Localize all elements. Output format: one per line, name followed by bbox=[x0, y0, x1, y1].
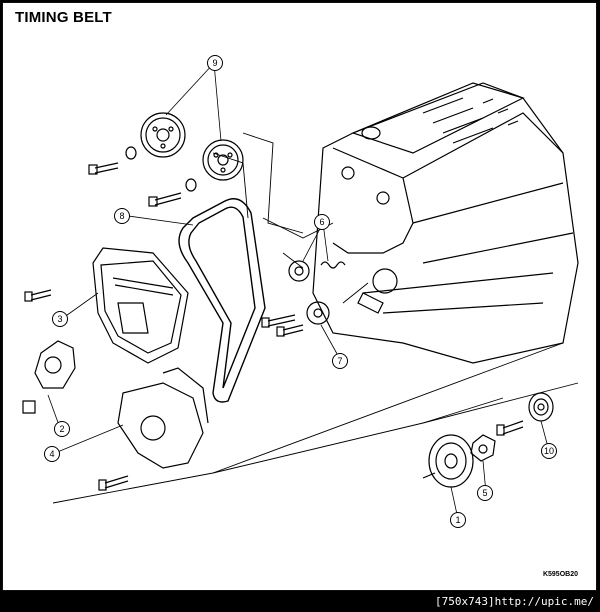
callout-4: 4 bbox=[44, 446, 60, 462]
callout-6: 6 bbox=[314, 214, 330, 230]
idler-pulley bbox=[306, 301, 330, 325]
upper-timing-cover bbox=[92, 247, 189, 364]
callout-10: 10 bbox=[541, 443, 557, 459]
camshaft-sprocket-left bbox=[140, 112, 186, 158]
timing-belt-exploded-diagram bbox=[22, 62, 579, 520]
callout-8: 8 bbox=[114, 208, 130, 224]
callout-2: 2 bbox=[54, 421, 70, 437]
camshaft-sprocket-right bbox=[202, 139, 244, 181]
pulley-bolts bbox=[261, 314, 304, 337]
callout-9: 9 bbox=[207, 55, 223, 71]
callout-7: 7 bbox=[332, 353, 348, 369]
image-host-footer: [750x743]http://upic.me/ bbox=[0, 592, 600, 612]
lower-timing-cover bbox=[117, 367, 209, 469]
cover-bolt bbox=[24, 289, 52, 302]
engine-block bbox=[312, 82, 579, 364]
callout-5: 5 bbox=[477, 485, 493, 501]
timing-belt bbox=[178, 198, 266, 403]
crankshaft-bolt bbox=[496, 420, 524, 436]
water-pump-housing bbox=[22, 340, 76, 414]
crankshaft-pulley bbox=[422, 434, 474, 488]
leader-lines bbox=[52, 132, 579, 504]
tensioner-pulley bbox=[288, 260, 346, 282]
page-title: TIMING BELT bbox=[15, 9, 112, 26]
crankshaft-sprocket bbox=[528, 392, 554, 422]
callout-leaders bbox=[47, 62, 550, 520]
callout-1: 1 bbox=[450, 512, 466, 528]
sprocket-bolts bbox=[88, 146, 197, 207]
diagram-frame: TIMING BELT bbox=[2, 2, 597, 591]
footer-text: [750x743]http://upic.me/ bbox=[435, 595, 594, 608]
crankshaft-washer bbox=[470, 434, 496, 462]
oil-pump-housing bbox=[357, 268, 398, 314]
drawing-code: K595OB20 bbox=[542, 571, 578, 578]
lower-cover-bolt bbox=[98, 475, 129, 491]
callout-3: 3 bbox=[52, 311, 68, 327]
